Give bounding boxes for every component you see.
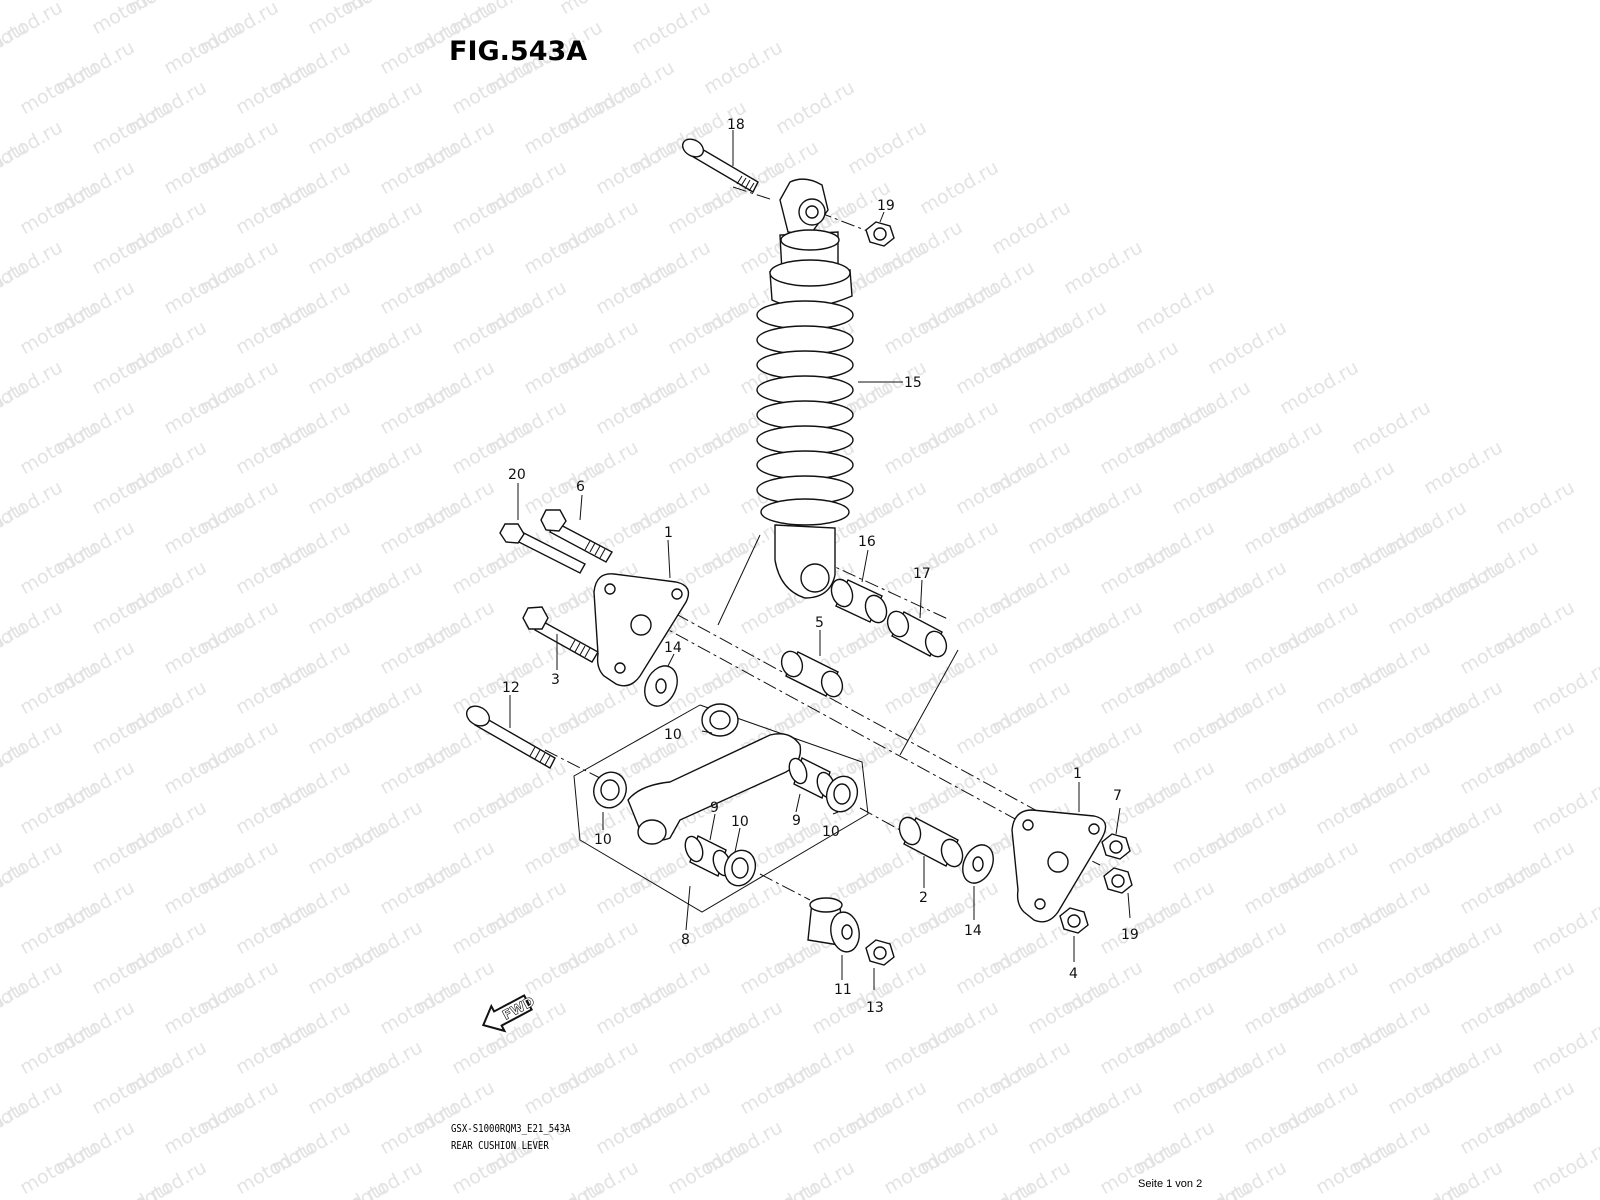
callout: 12 bbox=[502, 680, 520, 696]
callout: 9 bbox=[710, 800, 719, 816]
callout: 4 bbox=[1069, 966, 1078, 982]
callout: 15 bbox=[904, 375, 922, 391]
callout: 18 bbox=[727, 117, 745, 133]
callout: 3 bbox=[551, 672, 560, 688]
callout: 2 bbox=[919, 890, 928, 906]
bracket-1-right bbox=[1011, 782, 1107, 923]
callout: 10 bbox=[731, 814, 749, 830]
nut-19-bottom bbox=[1103, 867, 1133, 919]
washer-14-right bbox=[962, 844, 994, 920]
callout: 10 bbox=[594, 832, 612, 848]
caption: GSX-S1000RQM3_E21_543A REAR CUSHION LEVE… bbox=[451, 1120, 570, 1154]
bolt-18 bbox=[681, 130, 759, 193]
nut-7 bbox=[1101, 807, 1131, 860]
fwd-arrow-icon: FWD bbox=[481, 994, 538, 1033]
callout: 10 bbox=[822, 824, 840, 840]
callout: 19 bbox=[1121, 927, 1139, 943]
bracket-1-left bbox=[593, 539, 690, 687]
spacer-5 bbox=[780, 630, 844, 698]
callout: 19 bbox=[877, 198, 895, 214]
callout: 11 bbox=[834, 982, 852, 998]
callout: 6 bbox=[576, 479, 585, 495]
center-lines bbox=[544, 186, 1101, 901]
rear-shock-absorber bbox=[756, 178, 903, 599]
nut-19-top bbox=[865, 211, 895, 247]
nut-4 bbox=[1059, 907, 1089, 962]
callout: 16 bbox=[858, 534, 876, 550]
bolt-3 bbox=[522, 606, 599, 670]
figure-title: FIG.543A bbox=[449, 36, 588, 67]
bolt-12 bbox=[465, 695, 556, 769]
callout: 1 bbox=[664, 525, 673, 541]
callout: 14 bbox=[664, 640, 682, 656]
washer-14-left bbox=[644, 653, 678, 707]
callout: 5 bbox=[815, 615, 824, 631]
callout: 7 bbox=[1113, 788, 1122, 804]
page-number: Seite 1 von 2 bbox=[1138, 1178, 1203, 1190]
callout: 20 bbox=[508, 467, 526, 483]
bolt-20 bbox=[499, 483, 586, 574]
spacer-2 bbox=[898, 816, 964, 888]
model-code: GSX-S1000RQM3_E21_543A bbox=[451, 1122, 571, 1135]
bearing-16 bbox=[830, 549, 888, 624]
callout: 14 bbox=[964, 923, 982, 939]
callout: 10 bbox=[664, 727, 682, 743]
spring-coils bbox=[756, 300, 854, 526]
section-name: REAR CUSHION LEVER bbox=[451, 1139, 549, 1152]
callout-labels: 1 1 2 3 4 5 6 7 8 9 9 10 10 10 10 10 11 … bbox=[502, 117, 1139, 1016]
bearing-17 bbox=[886, 579, 948, 658]
callout: 1 bbox=[1073, 766, 1082, 782]
callout: 8 bbox=[681, 932, 690, 948]
nut-13 bbox=[865, 939, 895, 990]
callout: 13 bbox=[866, 1000, 884, 1016]
callout: 17 bbox=[913, 566, 931, 582]
cushion-lever-group-8 bbox=[573, 703, 869, 931]
callout: 9 bbox=[792, 813, 801, 829]
collar-11 bbox=[807, 897, 860, 980]
bolt-6 bbox=[540, 494, 613, 563]
